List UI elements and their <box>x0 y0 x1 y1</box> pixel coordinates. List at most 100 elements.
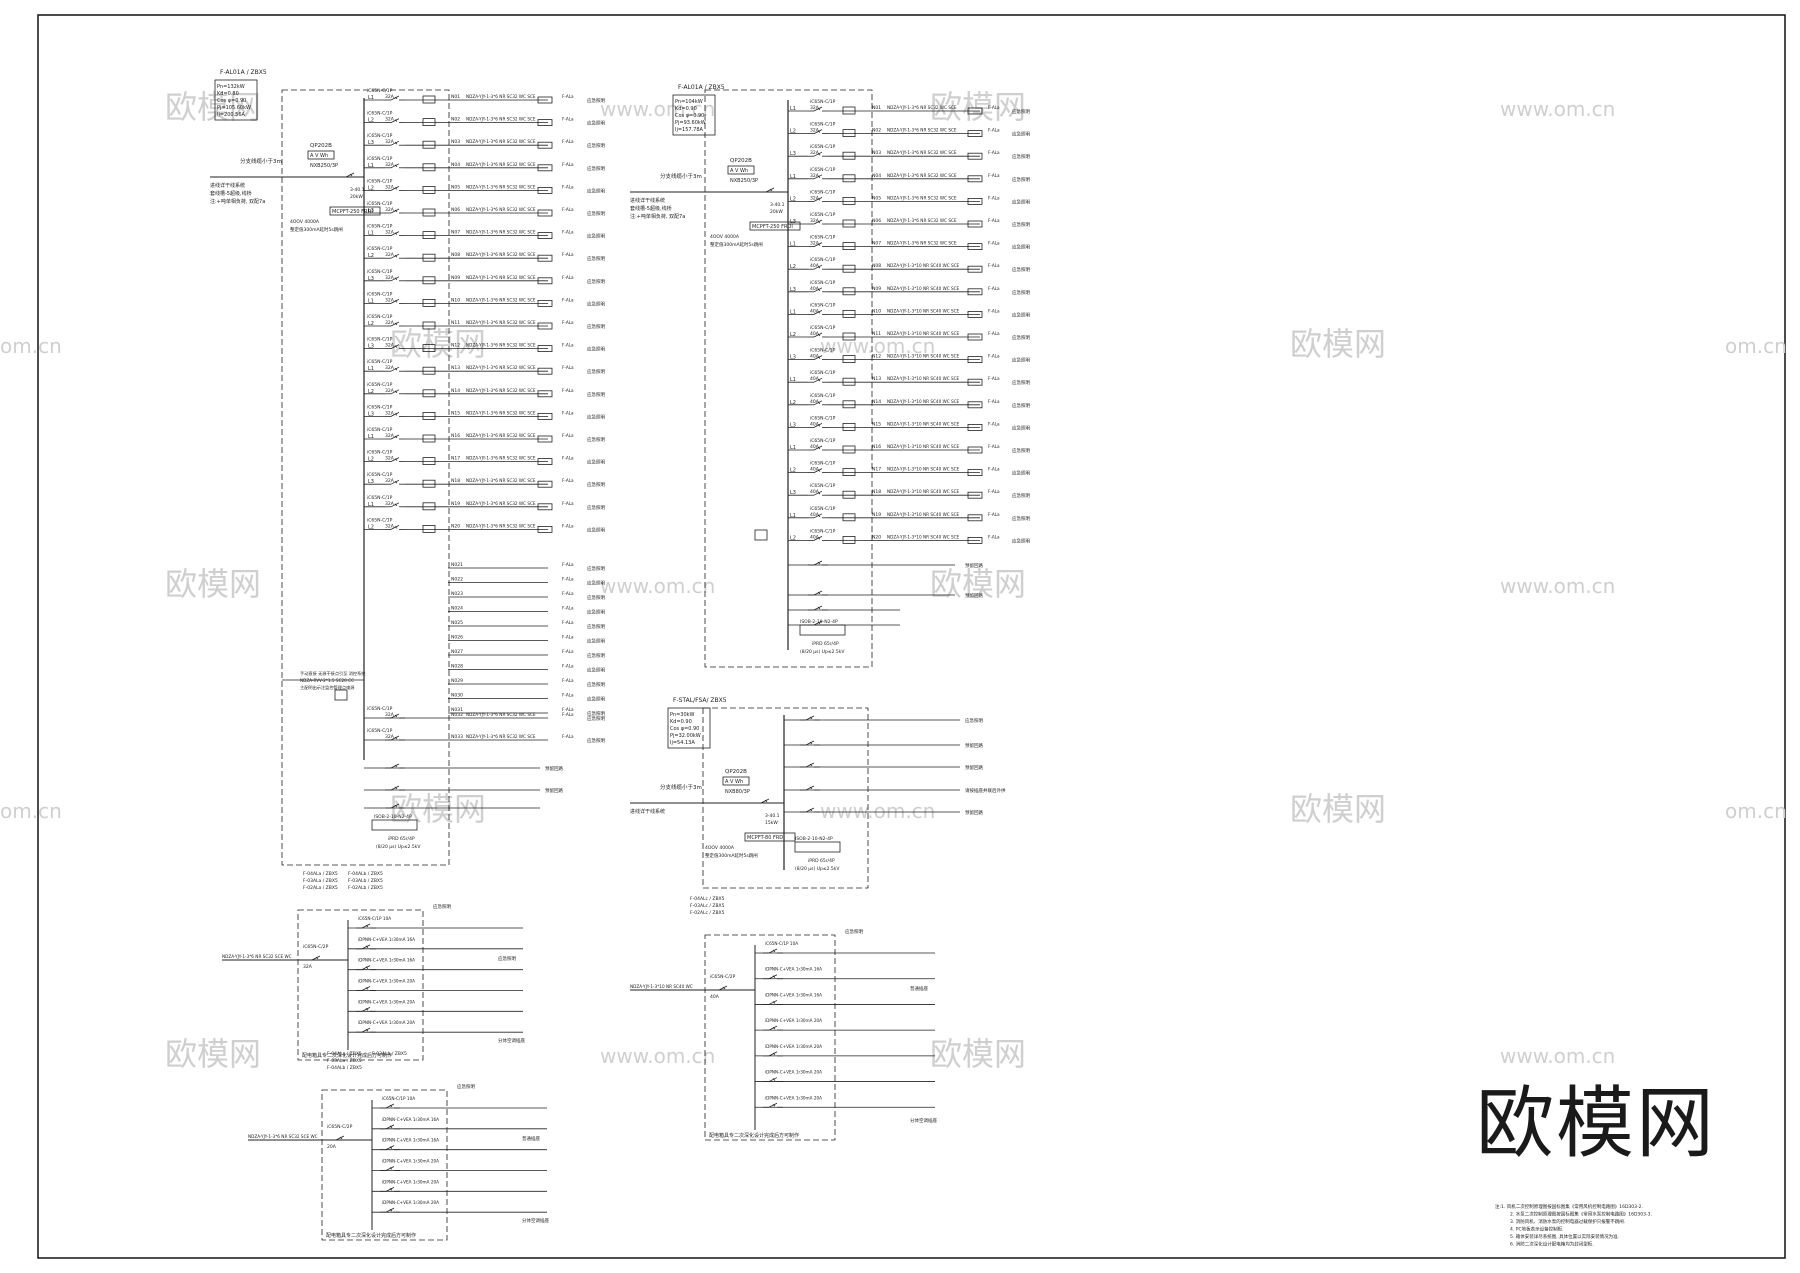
subpanel-footnote: 配电箱具专二次深化设计完成后方可制作 <box>709 1132 799 1139</box>
breaker-rating: 32A <box>810 105 820 111</box>
breaker-mark <box>394 786 398 790</box>
branch-breaker: iDPNN-C+VEA 1r30mA 20A <box>358 999 415 1004</box>
load-code: F-ALa <box>988 512 1000 517</box>
breaker-mark <box>389 1208 393 1212</box>
breaker-rating: 32A <box>385 162 395 168</box>
watermark-url: www.om.cn <box>600 574 715 598</box>
rcd-box <box>422 95 436 104</box>
breaker-mark <box>817 537 821 540</box>
breaker-contact <box>390 803 400 809</box>
breaker-contact <box>813 219 823 225</box>
load-code: F-ALa <box>562 252 574 257</box>
phase-label: L2 <box>790 196 796 202</box>
drawing-frame <box>37 14 1786 1259</box>
load-desc: 应急照明 <box>1012 311 1030 318</box>
load-code: F-ALa <box>562 343 574 348</box>
breaker-contact <box>390 763 400 769</box>
breaker-rating: 32A <box>810 195 820 201</box>
incoming-note: 分支线缆小于3m <box>660 172 702 180</box>
breaker-mark <box>772 949 776 953</box>
load-code: F-ALa <box>562 320 574 325</box>
breaker-contact <box>813 468 823 473</box>
breaker-contact <box>813 151 823 157</box>
meter-label: A V Wh <box>725 779 743 785</box>
cable-spec: NDZA-YJY-1-3*6 NR SC32 WC SCE <box>466 297 536 302</box>
spd-bottom: iPRD 65r/4P <box>388 836 415 842</box>
meter-text: 20kW <box>350 194 363 200</box>
load-desc: 应急照明 <box>587 323 605 330</box>
breaker-mark <box>772 1001 776 1004</box>
load-box <box>537 186 553 194</box>
watermark-url: om.cn <box>1725 799 1787 823</box>
spare-label: 预留回路 <box>965 562 983 569</box>
load-desc: 应急照明 <box>587 165 605 172</box>
phase-label: L2 <box>368 185 374 191</box>
breaker-contact <box>390 118 400 123</box>
breaker-mark <box>394 764 398 768</box>
breaker-contact <box>385 1186 395 1192</box>
load-code: F-ALa <box>562 678 574 683</box>
load-desc: 应急照明 <box>1012 131 1030 138</box>
breaker-mark <box>349 173 353 177</box>
phase-label: L1 <box>368 163 374 169</box>
rcd-box <box>842 264 856 273</box>
load-desc: 应急照明 <box>1012 492 1030 499</box>
rcd-box <box>842 151 856 160</box>
breaker-contact <box>361 965 371 971</box>
load-box <box>537 164 553 172</box>
panel-title: F-AL01A / ZBX5 <box>678 84 725 91</box>
breaker-mark <box>817 401 821 405</box>
breaker-contact <box>805 785 815 791</box>
load-desc: 应急照明 <box>1012 537 1030 544</box>
load-box <box>967 220 983 228</box>
rcd-box <box>422 298 436 307</box>
feeder-spec: NDZA-YJY-1-3*10 NR SC40 WC <box>630 984 693 989</box>
breaker-mark <box>772 1078 776 1081</box>
circuit-id: N13 <box>872 376 881 382</box>
circuit-id: N19 <box>451 501 460 507</box>
phase-label: L2 <box>790 332 796 338</box>
breaker-contact <box>805 740 815 746</box>
cable-spec: NDZA-YJY-1-3*6 NR SC32 WC SCE <box>466 478 536 483</box>
load-code: F-ALa <box>562 94 574 99</box>
breaker-rating: 32A <box>385 343 395 349</box>
breaker-mark <box>772 1104 776 1107</box>
load-box <box>967 423 983 431</box>
param-box <box>214 79 258 121</box>
circuit-id: N07 <box>872 241 881 247</box>
phase-label: L1 <box>368 434 374 440</box>
rcd-box <box>422 185 436 194</box>
load-box <box>537 367 553 375</box>
subpanel-title: F-03ALa / ZBX5 <box>303 878 338 884</box>
breaker-contact <box>813 536 823 541</box>
subpanel-title: F-03ALc / ZBX5 <box>690 903 725 909</box>
load-box <box>537 209 553 217</box>
subpanel-title: F-02ALc / ZBX5 <box>690 910 725 916</box>
subpanel-title: F-03ALa / ZBX5 <box>327 1058 362 1064</box>
meter-text: 3-40.1 <box>350 187 365 193</box>
circuit-id: N13 <box>451 365 460 371</box>
breaker-model: iC65N-C/1P <box>367 201 393 207</box>
breaker-mark <box>394 254 398 258</box>
cable-spec: NDZA-YJY-1-3*10 NR SC40 WC SCE <box>887 376 960 381</box>
phase-label: L2 <box>368 118 374 124</box>
breaker-contact <box>390 208 400 214</box>
contactor-box <box>334 689 348 701</box>
load-code: F-ALa <box>988 308 1000 313</box>
subpanel-enclosure <box>297 909 424 1061</box>
load-code: F-ALa <box>562 606 574 611</box>
breaker-contact <box>361 1027 371 1033</box>
cable-spec: NDZA-YJY-1-3*6 NR SC32 WC SCE <box>466 343 536 348</box>
cable-spec: NDZA-YJY-1-3*6 NR SC32 WC SCE <box>466 501 536 506</box>
cable-spec: NDZA-YJY-1-3*10 NR SC40 WC SCE <box>887 467 960 472</box>
circuit-id: N06 <box>872 218 881 224</box>
load-desc: 应急照明 <box>587 459 605 466</box>
subpanel-load-label: 普通插座 <box>522 1135 540 1142</box>
subpanel-title: F-04ALc / ZBX5 <box>690 896 725 902</box>
rcd-box <box>842 400 856 409</box>
load-box <box>537 232 553 240</box>
param-text: Ij=54.13A <box>670 740 695 746</box>
spare-label: 预留回路 <box>545 787 563 794</box>
watermark-cn: 欧模网 <box>165 1035 261 1073</box>
